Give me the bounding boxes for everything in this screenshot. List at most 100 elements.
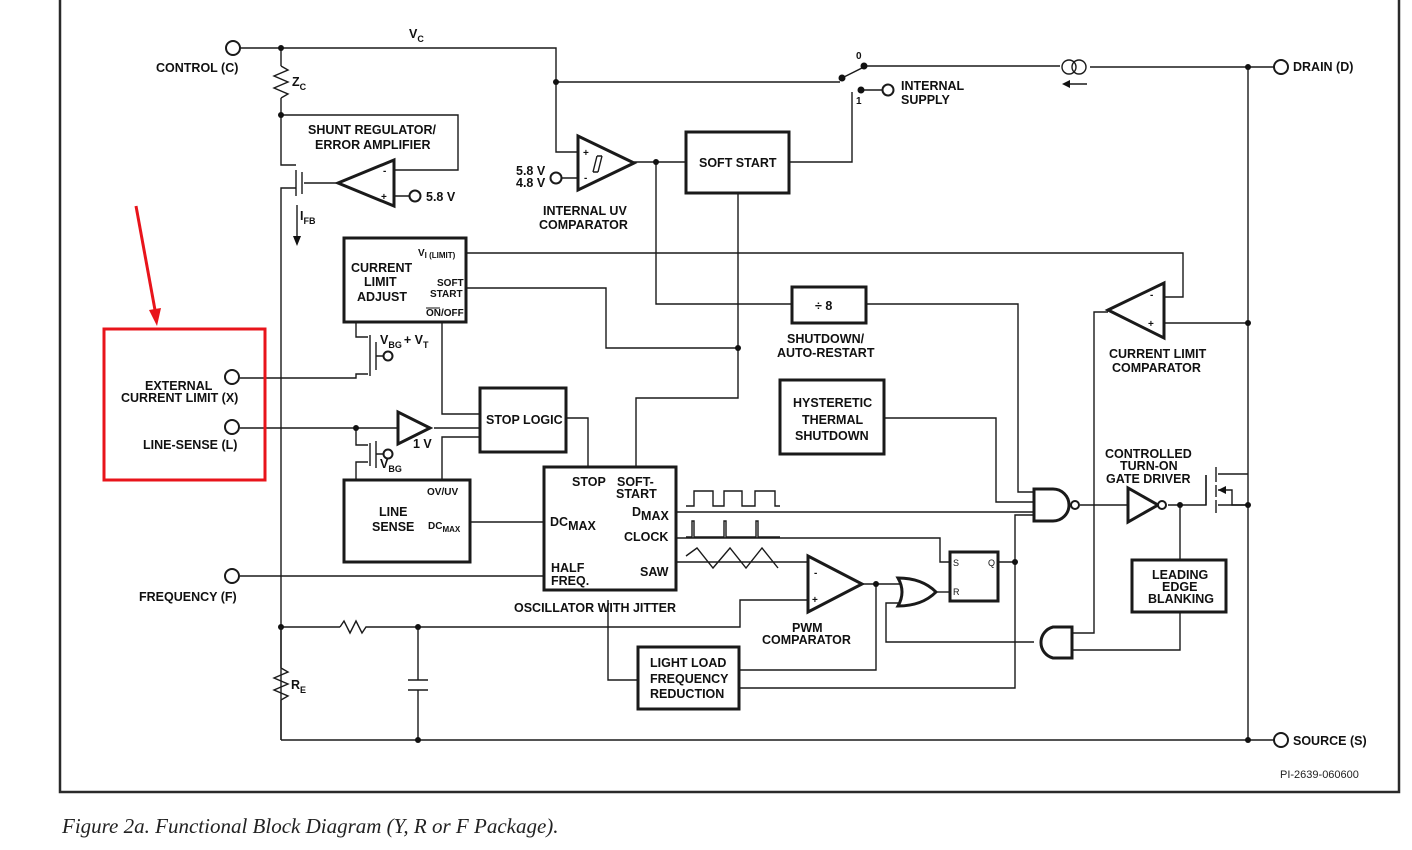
- svg-text:-: -: [1150, 290, 1153, 301]
- stop-logic-block: STOP LOGIC: [478, 386, 568, 454]
- svg-text:DCMAX: DCMAX: [428, 521, 461, 534]
- net-labels: VC ZC IFB RE: [291, 27, 424, 695]
- svg-text:SOFT START: SOFT START: [699, 156, 777, 170]
- resistor-zc: [272, 65, 290, 99]
- internal-uv-comparator: + - INTERNAL UV COMPARATOR: [539, 133, 638, 232]
- current-limit-adjust-block: CURRENT LIMIT ADJUST VI (LIMIT) SOFT STA…: [342, 236, 468, 324]
- svg-text:-: -: [383, 166, 386, 177]
- svg-text:VI (LIMIT): VI (LIMIT): [418, 248, 456, 260]
- svg-text:-: -: [814, 568, 817, 579]
- highlight-box: [102, 327, 267, 482]
- svg-text:HYSTERETIC: HYSTERETIC: [793, 396, 872, 410]
- svg-text:IFB: IFB: [300, 209, 316, 226]
- oscillator-block: STOP SOFT- START DMAX DCMAX CLOCK HALF F…: [514, 465, 678, 615]
- svg-text:SHUTDOWN/: SHUTDOWN/: [787, 332, 865, 346]
- highlight-annotation: [102, 205, 267, 482]
- svg-text:R: R: [953, 587, 960, 597]
- svg-text:SOFT: SOFT: [437, 278, 464, 289]
- svg-text:CURRENT LIMIT: CURRENT LIMIT: [1109, 347, 1207, 361]
- svg-text:AUTO-RESTART: AUTO-RESTART: [777, 346, 875, 360]
- svg-text:OV/UV: OV/UV: [427, 487, 458, 498]
- pin-drain-label: DRAIN (D): [1293, 60, 1353, 74]
- svg-text:LIGHT LOAD: LIGHT LOAD: [650, 656, 726, 670]
- pin-source-label: SOURCE (S): [1293, 734, 1367, 748]
- svg-text:INTERNAL UV: INTERNAL UV: [543, 204, 627, 218]
- svg-text:+: +: [583, 148, 589, 159]
- svg-text:START: START: [616, 487, 657, 501]
- svg-text:0: 0: [856, 51, 862, 62]
- pin-x-label-2: CURRENT LIMIT (X): [121, 391, 238, 405]
- svg-text:VC: VC: [409, 27, 424, 44]
- figure-caption: Figure 2a. Functional Block Diagram (Y, …: [62, 814, 559, 838]
- pin-external-current-limit[interactable]: EXTERNAL CURRENT LIMIT (X): [121, 369, 240, 405]
- svg-text:CURRENT: CURRENT: [351, 261, 412, 275]
- svg-text:SOFT-: SOFT-: [617, 475, 654, 489]
- pin-drain[interactable]: DRAIN (D): [1273, 59, 1353, 75]
- svg-text:EDGE: EDGE: [1162, 580, 1197, 594]
- current-source-icon: [1061, 59, 1087, 88]
- svg-text:TURN-ON: TURN-ON: [1120, 459, 1178, 473]
- soft-start-block: SOFT START: [684, 130, 791, 195]
- svg-text:INTERNAL: INTERNAL: [901, 79, 965, 93]
- transistor-vbg: VBG: [369, 441, 402, 474]
- pin-line-sense[interactable]: LINE-SENSE (L): [143, 419, 240, 452]
- resistor-filter: [339, 619, 370, 635]
- svg-text:OSCILLATOR WITH JITTER: OSCILLATOR WITH JITTER: [514, 601, 676, 615]
- pin-frequency[interactable]: FREQUENCY (F): [139, 568, 240, 604]
- arrow-head-icon: [149, 308, 161, 326]
- svg-text:START: START: [430, 289, 463, 300]
- arrow-shaft: [134, 205, 157, 311]
- svg-text:VBG+ VT: VBG+ VT: [380, 333, 429, 350]
- svg-text:+: +: [381, 192, 387, 203]
- pin-source[interactable]: SOURCE (S): [1273, 732, 1367, 748]
- svg-text:SAW: SAW: [640, 565, 669, 579]
- leading-edge-blanking-block: LEADING EDGE BLANKING: [1130, 558, 1228, 614]
- svg-text:COMPARATOR: COMPARATOR: [762, 633, 851, 647]
- and-gate: [1039, 625, 1074, 660]
- svg-text:SUPPLY: SUPPLY: [901, 93, 951, 107]
- resistor-re: [272, 627, 290, 740]
- svg-text:÷ 8: ÷ 8: [815, 299, 832, 313]
- pin-shunt-ref: 5.8 V: [408, 189, 456, 204]
- pwm-comparator: - + PWM COMPARATOR: [762, 553, 866, 647]
- svg-text:ON/OFF: ON/OFF: [426, 308, 464, 319]
- hysteretic-thermal-shutdown-block: HYSTERETIC THERMAL SHUTDOWN: [778, 378, 886, 456]
- svg-text:SENSE: SENSE: [372, 520, 414, 534]
- pin-uv-ref: 5.8 V 4.8 V: [516, 164, 563, 190]
- svg-text:+: +: [812, 595, 818, 606]
- svg-text:FREQ.: FREQ.: [551, 574, 589, 588]
- pin-x-label-1: EXTERNAL: [145, 379, 213, 393]
- svg-text:RE: RE: [291, 678, 306, 695]
- transistor-vbg-vt: VBG+ VT: [369, 333, 429, 376]
- svg-text:CLOCK: CLOCK: [624, 530, 668, 544]
- svg-text:STOP LOGIC: STOP LOGIC: [486, 413, 563, 427]
- svg-text:1 V: 1 V: [413, 437, 432, 451]
- svg-text:SHUTDOWN: SHUTDOWN: [795, 429, 869, 443]
- svg-text:+: +: [1148, 319, 1154, 330]
- svg-text:GATE DRIVER: GATE DRIVER: [1106, 472, 1191, 486]
- light-load-frequency-reduction-block: LIGHT LOAD FREQUENCY REDUCTION: [636, 645, 741, 711]
- svg-text:S: S: [953, 558, 959, 568]
- svg-text:CONTROLLED: CONTROLLED: [1105, 447, 1192, 461]
- pin-control[interactable]: CONTROL (C): [156, 40, 241, 75]
- svg-text:5.8 V: 5.8 V: [426, 190, 456, 204]
- svg-text:VBG: VBG: [380, 457, 402, 474]
- svg-text:LIMIT: LIMIT: [364, 275, 397, 289]
- svg-text:THERMAL: THERMAL: [802, 413, 863, 427]
- svg-text:REDUCTION: REDUCTION: [650, 687, 724, 701]
- current-limit-comparator: - + CURRENT LIMIT COMPARATOR: [1104, 280, 1207, 375]
- junctions: [278, 45, 1251, 743]
- part-number: PI-2639-060600: [1280, 769, 1359, 781]
- line-sense-buffer: 1 V: [396, 409, 434, 451]
- svg-text:STOP: STOP: [572, 475, 606, 489]
- pin-control-label: CONTROL (C): [156, 61, 238, 75]
- svg-text:SHUNT REGULATOR/: SHUNT REGULATOR/: [308, 123, 437, 137]
- nand-gate: [1032, 487, 1080, 523]
- divide-by-8-block: ÷ 8 SHUTDOWN/ AUTO-RESTART: [777, 285, 875, 360]
- svg-text:5.8 V: 5.8 V: [516, 164, 546, 178]
- svg-text:ZC: ZC: [292, 75, 307, 92]
- pin-internal-supply: INTERNAL SUPPLY 0 1: [856, 51, 965, 107]
- or-gate: [895, 576, 939, 608]
- svg-text:LEADING: LEADING: [1152, 568, 1208, 582]
